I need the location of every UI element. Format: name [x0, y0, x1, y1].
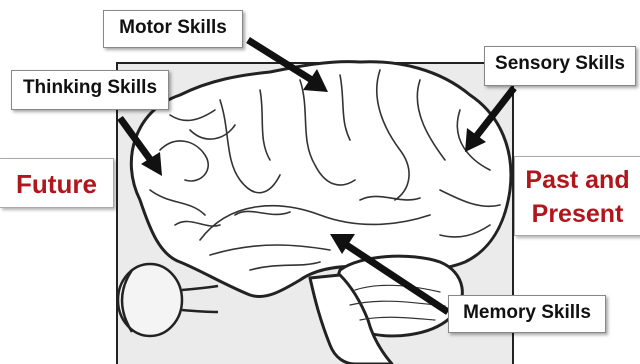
eye-illustration: [118, 264, 218, 336]
future-text: Future: [16, 169, 97, 199]
past-and-present-label: Past and Present: [514, 156, 640, 236]
present-text: Present: [515, 197, 640, 231]
motor-skills-label: Motor Skills: [103, 10, 243, 48]
sensory-skills-label: Sensory Skills: [484, 46, 636, 86]
future-label: Future: [0, 158, 114, 208]
thinking-skills-label: Thinking Skills: [11, 70, 169, 110]
memory-skills-label: Memory Skills: [448, 295, 606, 333]
past-and-text: Past and: [515, 163, 640, 197]
